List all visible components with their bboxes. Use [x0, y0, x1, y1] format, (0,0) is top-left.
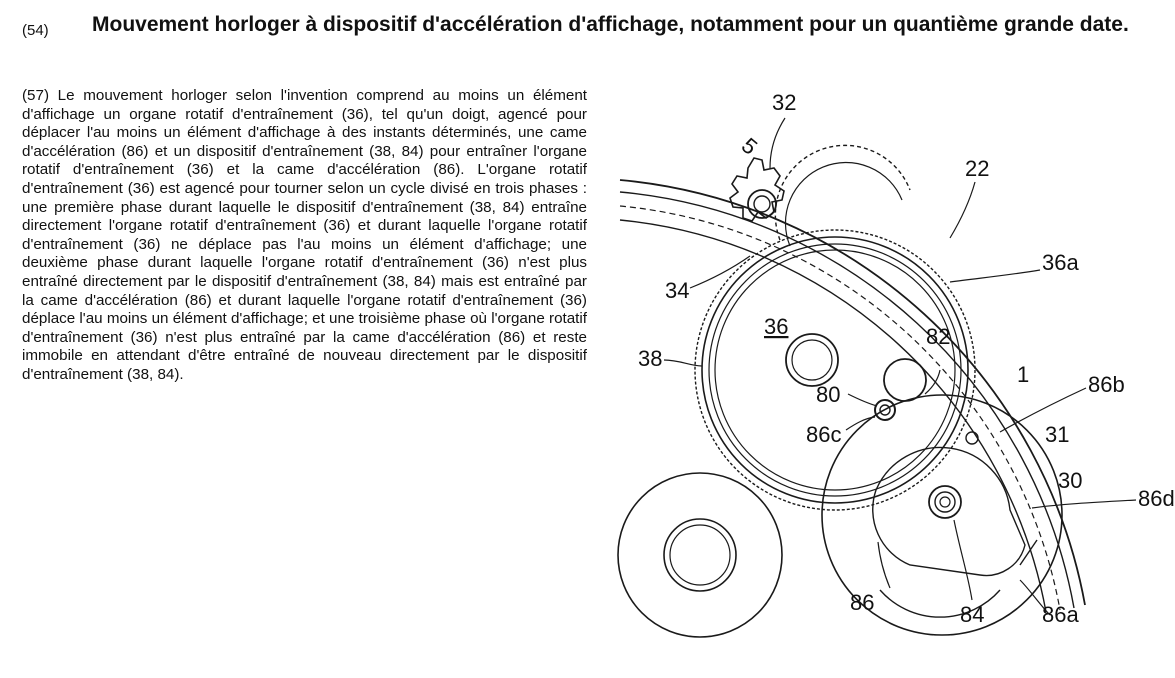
- mechanism-drawing-svg: 5 1 31 30 32 22 36a 34 36 82 38 86b 80 8…: [617, 90, 1175, 638]
- label-34: 34: [665, 278, 689, 303]
- patent-drawing: 5 1 31 30 32 22 36a 34 36 82 38 86b 80 8…: [580, 70, 1175, 678]
- pin-80: [874, 399, 896, 421]
- label-38: 38: [638, 346, 662, 371]
- gear-32: [774, 144, 911, 247]
- dial-mark-30: 30: [1058, 468, 1082, 493]
- leader-lines: [663, 117, 1137, 616]
- dial-mark-1: 1: [1017, 362, 1029, 387]
- dial-mark-31: 31: [1045, 422, 1069, 447]
- abstract-paragraph: (57) Le mouvement horloger selon l'inven…: [22, 87, 587, 383]
- lower-left-wheel: [617, 472, 783, 638]
- label-82: 82: [926, 324, 950, 349]
- label-86: 86: [850, 590, 874, 615]
- wheel-36-hub: [785, 333, 839, 387]
- label-36: 36: [764, 314, 788, 339]
- label-86d: 86d: [1138, 486, 1175, 511]
- label-86b: 86b: [1088, 372, 1125, 397]
- label-32: 32: [772, 90, 796, 115]
- arbor-84: [928, 485, 962, 519]
- outer-dial-ring: [619, 179, 1086, 613]
- cam-86: [821, 394, 1063, 636]
- title-section-code: (54): [22, 22, 49, 39]
- label-86c: 86c: [806, 422, 841, 447]
- label-80: 80: [816, 382, 840, 407]
- label-22: 22: [965, 156, 989, 181]
- label-36a: 36a: [1042, 250, 1079, 275]
- label-86a: 86a: [1042, 602, 1079, 627]
- dial-mark-5: 5: [737, 133, 762, 160]
- label-84: 84: [960, 602, 984, 627]
- wheel-38: [694, 229, 976, 511]
- pin-82: [883, 358, 927, 402]
- patent-title-block: (54) Mouvement horloger à dispositif d'a…: [22, 12, 1152, 39]
- patent-title: Mouvement horloger à dispositif d'accélé…: [92, 13, 1129, 36]
